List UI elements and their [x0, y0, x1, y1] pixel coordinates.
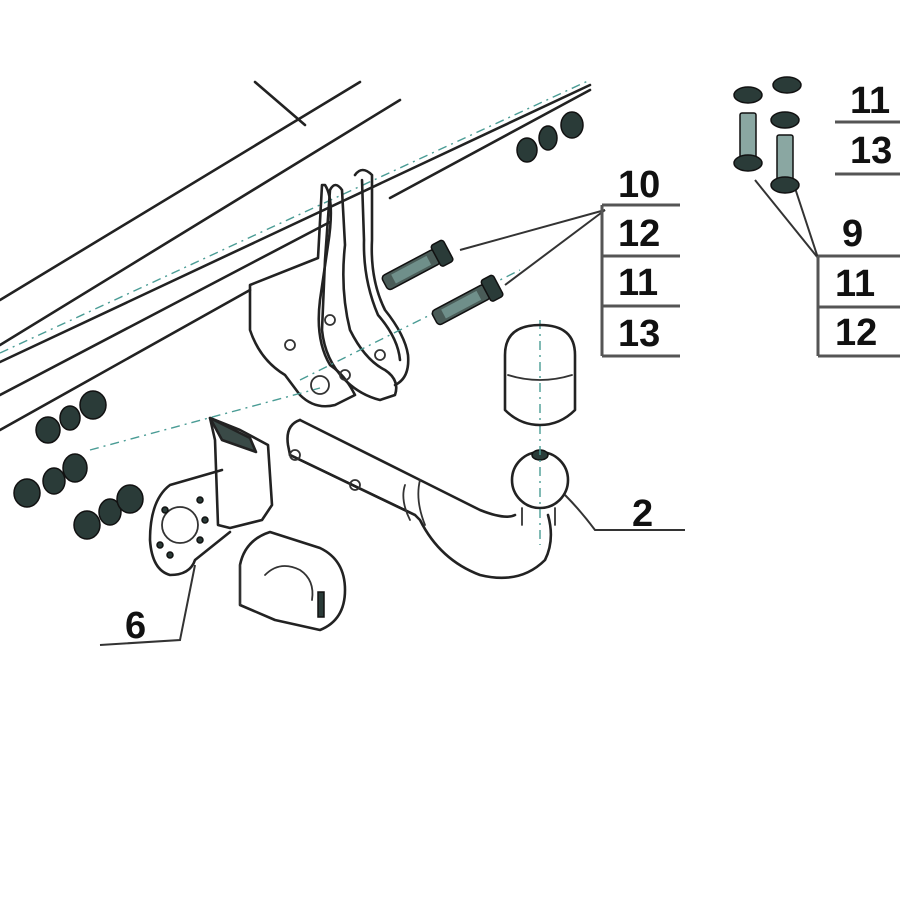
nut-stack-left-2 [13, 453, 88, 508]
label-2: 2 [632, 493, 653, 535]
label-group-center: 10 12 11 13 [600, 164, 680, 358]
tow-ball-cap [503, 323, 577, 427]
socket-housing [238, 530, 347, 632]
socket-plate [148, 416, 274, 577]
label-group-top-right: 11 13 [835, 80, 900, 176]
bracket-bolts [381, 239, 504, 326]
nut-stack-left-3 [73, 484, 144, 540]
label-11: 11 [618, 262, 658, 304]
label-12: 12 [618, 213, 660, 255]
nut-stack-left-1 [35, 390, 107, 444]
label-13: 13 [618, 313, 660, 355]
label-10: 10 [618, 164, 660, 206]
small-bolts-top-right [733, 76, 802, 194]
label-12: 12 [835, 312, 877, 354]
label-13: 13 [850, 130, 892, 172]
label-11: 11 [835, 263, 875, 305]
tow-ball-neck [286, 320, 570, 580]
label-11: 11 [850, 80, 890, 122]
leader-lines [99, 179, 819, 646]
label-6: 6 [125, 605, 146, 647]
label-9: 9 [842, 213, 863, 255]
nut-stack-top [516, 111, 584, 163]
crossmember-beam [0, 79, 592, 432]
label-group-right: 9 11 12 [816, 213, 900, 358]
